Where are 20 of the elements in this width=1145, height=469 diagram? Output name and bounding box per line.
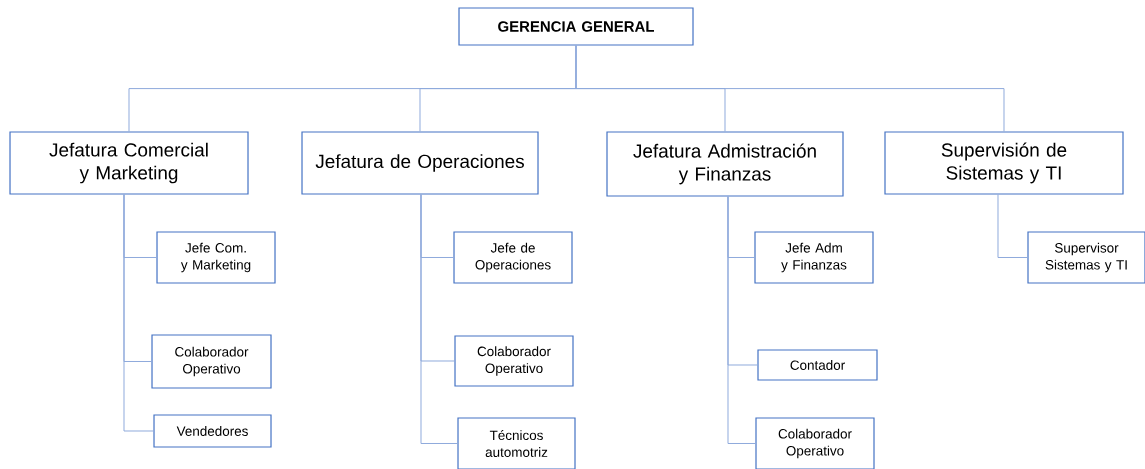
position-box: Colaborador Operativo — [454, 335, 574, 387]
position-box: Jefe Com. y Marketing — [156, 231, 276, 284]
connector-line — [420, 194, 458, 444]
position-box: Supervisor Sistemas y TI — [1027, 231, 1145, 284]
position-box: Vendedores — [153, 414, 272, 448]
department-box: Jefatura Admistración y Finanzas — [606, 131, 844, 197]
connector-line — [727, 196, 756, 444]
position-box: Técnicos automotriz — [457, 417, 576, 469]
connector-line — [575, 45, 1005, 132]
position-box: Colaborador Operativo — [151, 334, 272, 389]
department-box: Jefatura de Operaciones — [301, 131, 539, 195]
top-box: GERENCIA GENERAL — [458, 7, 694, 46]
position-box: Jefe Adm y Finanzas — [754, 231, 874, 284]
position-box: Contador — [757, 349, 878, 381]
connector-line — [997, 194, 1028, 258]
position-box: Colaborador Operativo — [755, 417, 875, 469]
connector-line — [123, 194, 154, 432]
department-box: Supervisión de Sistemas y TI — [884, 131, 1124, 195]
position-box: Jefe de Operaciones — [453, 231, 573, 284]
department-box: Jefatura Comercial y Marketing — [9, 131, 249, 195]
